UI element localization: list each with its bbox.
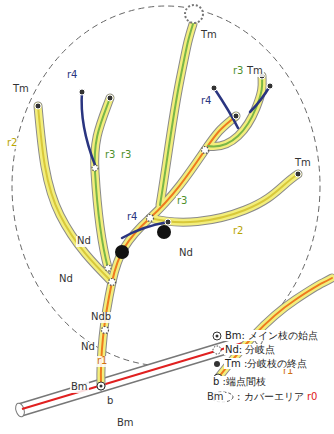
- part-label: r2: [232, 226, 244, 237]
- part-label: r3: [176, 196, 188, 207]
- legend-text: Bm: メイン枝の始点: [224, 330, 319, 341]
- part-label: r3: [104, 150, 116, 161]
- part-label: r4: [66, 70, 78, 81]
- part-label: r4: [200, 96, 212, 107]
- part-label: Bm: [70, 382, 89, 393]
- branch-outline: [38, 24, 332, 386]
- part-label: Bm: [116, 418, 135, 429]
- part-label: r4: [126, 212, 138, 223]
- part-label: Tm: [12, 84, 30, 95]
- legend-text: Nd: 分岐点: [224, 344, 276, 355]
- part-label: Tm: [200, 30, 218, 41]
- part-label: r2: [6, 138, 18, 149]
- r4-branch: [82, 86, 270, 238]
- legend-text: : カバーエリア: [236, 391, 305, 402]
- part-label: r3: [120, 150, 132, 161]
- part-label: Nd: [80, 342, 96, 353]
- part-label: r1: [96, 356, 108, 367]
- part-label: Ndb: [90, 312, 112, 323]
- end-point: [35, 73, 301, 225]
- part-label: b: [106, 396, 114, 407]
- branch-fill: [38, 24, 332, 386]
- part-label: Nd: [178, 248, 194, 259]
- branch-point: [92, 147, 209, 334]
- part-label: Bm: [206, 392, 225, 403]
- part-label: Nd: [58, 274, 74, 285]
- part-label: r3: [232, 66, 244, 77]
- part-label: Tm: [294, 158, 312, 169]
- branch-core: [38, 24, 332, 386]
- part-label: Nd: [76, 236, 92, 247]
- part-label: Tm: [246, 66, 264, 77]
- top-node: [185, 5, 203, 23]
- legend-text: Tm :分岐枝の終点: [224, 358, 308, 369]
- main-start: [97, 374, 222, 390]
- part-label: r0: [306, 392, 318, 403]
- swirl-symbol: [115, 225, 171, 259]
- legend-text: b :端点間枝: [212, 376, 267, 387]
